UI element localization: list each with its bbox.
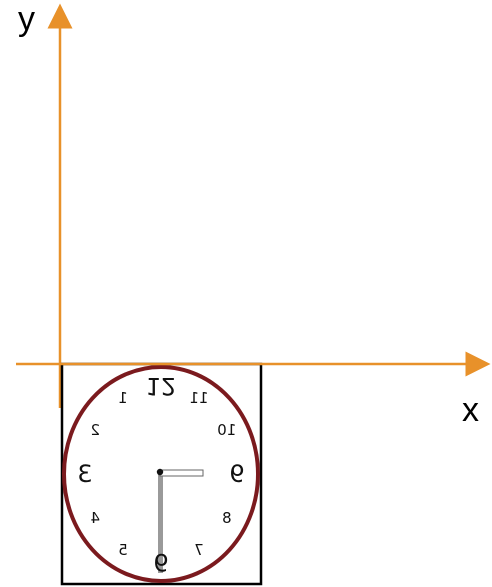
clock-center-pin xyxy=(156,468,164,476)
clock-numeral-8: 8 xyxy=(222,509,232,527)
clock-numeral-4: 4 xyxy=(90,509,100,527)
clock-numeral-7: 7 xyxy=(194,541,204,559)
y-axis-label: y xyxy=(18,0,35,38)
x-axis-label: x xyxy=(462,391,479,429)
clock-numeral-12: 12 xyxy=(146,372,177,400)
clock-numeral-6: 6 xyxy=(153,548,168,576)
minute-hand xyxy=(158,471,163,573)
clock-numeral-5: 5 xyxy=(118,541,128,559)
clock-numeral-3: 3 xyxy=(77,460,92,488)
hour-hand xyxy=(159,469,204,477)
clock-numerals: 12 12 3 45 6 78 9 10 11 xyxy=(77,372,244,576)
clock-numeral-10: 10 xyxy=(217,421,236,439)
clock-numeral-11: 11 xyxy=(189,389,208,407)
clock-numeral-9: 9 xyxy=(229,460,244,488)
mirrored-clock: 12 12 3 45 6 78 9 10 11 xyxy=(60,362,263,586)
clock-numeral-2: 2 xyxy=(90,421,100,439)
clock-numeral-1: 1 xyxy=(118,389,128,407)
